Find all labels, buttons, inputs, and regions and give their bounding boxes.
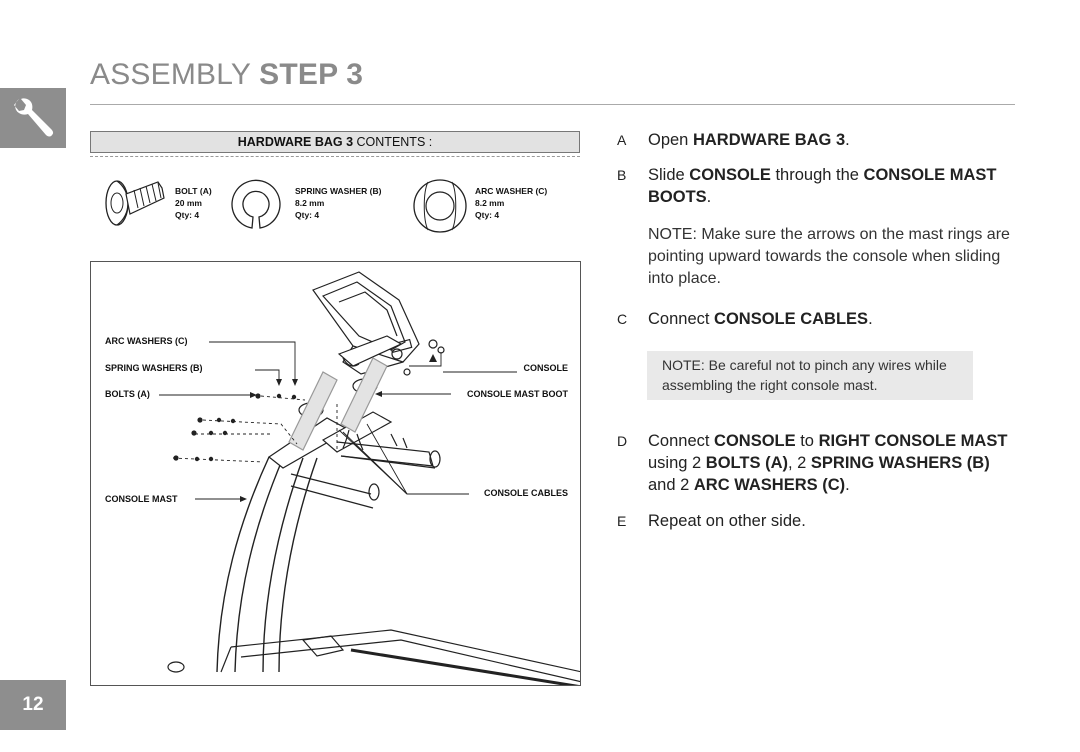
label-console-mast-boot: CONSOLE MAST BOOT: [467, 389, 568, 399]
spring-washer-spec: SPRING WASHER (B) 8.2 mm Qty: 4: [295, 186, 382, 220]
arc-washer-icon: [413, 179, 467, 233]
hardware-bag-header: HARDWARE BAG 3 CONTENTS :: [90, 131, 580, 153]
step-letter: E: [617, 513, 627, 529]
note-pinch-wires: NOTE: Be careful not to pinch any wires …: [647, 351, 973, 400]
wrench-icon: [14, 98, 54, 137]
note-mast-rings: NOTE: Make sure the arrows on the mast r…: [648, 226, 1010, 287]
label-console-cables: CONSOLE CABLES: [483, 488, 568, 498]
step-letter: A: [617, 132, 627, 148]
assembly-diagram: ARC WASHERS (C) SPRING WASHERS (B) BOLTS…: [90, 261, 581, 686]
hardware-divider: [90, 156, 580, 157]
label-bolts: BOLTS (A): [105, 389, 150, 399]
assembly-tab: [0, 88, 66, 148]
arc-washer-spec: ARC WASHER (C) 8.2 mm Qty: 4: [475, 186, 548, 220]
label-console-mast: CONSOLE MAST: [105, 494, 178, 504]
step-letter: C: [617, 311, 628, 327]
step-letter: D: [617, 433, 628, 449]
bolt-icon: [105, 180, 165, 226]
label-console: CONSOLE: [523, 363, 568, 373]
label-spring-washers: SPRING WASHERS (B): [105, 363, 203, 373]
page-number: 12: [0, 680, 66, 730]
label-arc-washers: ARC WASHERS (C): [105, 336, 188, 346]
treadmill-console-illustration: [159, 271, 580, 685]
page-title: ASSEMBLY STEP 3: [90, 58, 364, 91]
bolt-spec: BOLT (A) 20 mm Qty: 4: [175, 186, 212, 220]
title-divider: [90, 104, 1015, 105]
step-letter: B: [617, 167, 627, 183]
spring-washer-icon: [231, 179, 281, 229]
